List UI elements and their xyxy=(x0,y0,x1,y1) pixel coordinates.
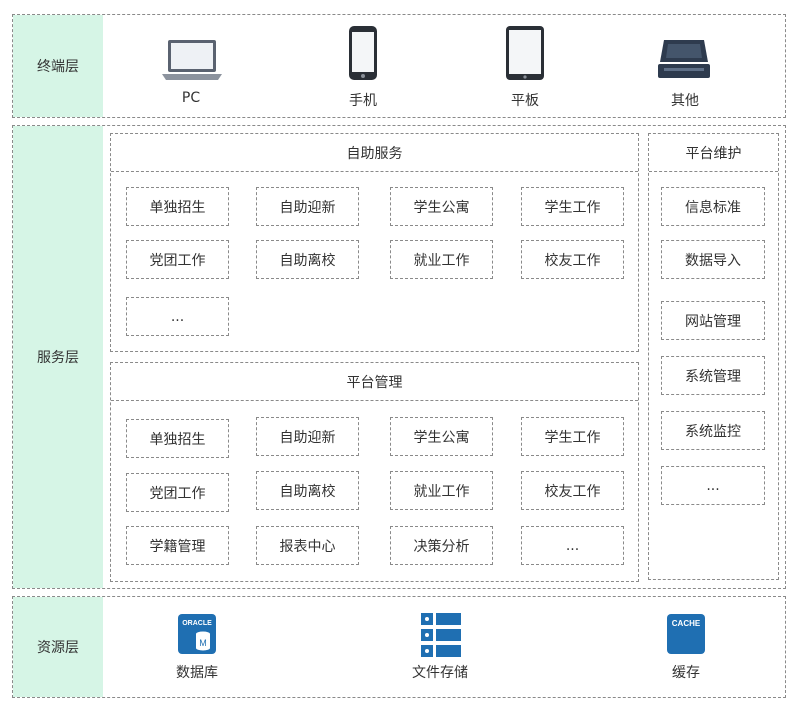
platform-management-item: 校友工作 xyxy=(521,471,624,510)
self-service-item: 学生公寓 xyxy=(390,187,493,226)
platform-management-header: 平台管理 xyxy=(111,363,638,401)
platform-management-title: 平台管理 xyxy=(346,374,403,391)
self-service-panel xyxy=(110,133,639,352)
platform-maintenance-panel xyxy=(648,133,779,580)
resource-layer-label: 资源层 xyxy=(13,597,103,697)
service-layer xyxy=(12,125,786,589)
self-service-header: 自助服务 xyxy=(111,134,638,172)
platform-maintenance-item: 信息标准 xyxy=(661,187,765,226)
platform-maintenance-item: 网站管理 xyxy=(661,301,765,340)
service-layer-label-text: 服务层 xyxy=(37,350,79,366)
cache-icon: CACHE xyxy=(667,614,705,654)
resource-label-database: 数据库 xyxy=(176,665,218,681)
self-service-item: 校友工作 xyxy=(521,240,624,279)
platform-management-item: 学籍管理 xyxy=(126,526,229,565)
platform-maintenance-item: 数据导入 xyxy=(661,240,765,279)
service-layer-label: 服务层 xyxy=(13,126,103,588)
platform-management-item: 决策分析 xyxy=(390,526,493,565)
self-service-item: 自助离校 xyxy=(256,240,359,279)
self-service-title: 自助服务 xyxy=(346,145,403,162)
platform-management-item: 党团工作 xyxy=(126,473,229,512)
platform-management-item: 学生工作 xyxy=(521,417,624,456)
resource-layer-label-text: 资源层 xyxy=(37,640,79,656)
platform-maintenance-header: 平台维护 xyxy=(649,134,778,172)
self-service-item: 学生工作 xyxy=(521,187,624,226)
scanner-icon xyxy=(658,40,710,78)
self-service-item: 就业工作 xyxy=(390,240,493,279)
tablet-icon xyxy=(506,26,544,80)
platform-management-item: 就业工作 xyxy=(390,471,493,510)
oracle-database-icon: ORACLE M xyxy=(178,614,216,654)
self-service-item: 党团工作 xyxy=(126,240,229,279)
self-service-item: 单独招生 xyxy=(126,187,229,226)
resource-layer xyxy=(12,596,786,698)
oracle-icon-sub: M xyxy=(199,638,207,648)
laptop-icon xyxy=(162,40,222,80)
terminal-layer-label-text: 终端层 xyxy=(37,59,79,75)
platform-management-item: 自助迎新 xyxy=(256,417,359,456)
self-service-item: 自助迎新 xyxy=(256,187,359,226)
platform-maintenance-title: 平台维护 xyxy=(685,145,742,162)
resource-label-file-storage: 文件存储 xyxy=(412,665,468,681)
terminal-layer-label: 终端层 xyxy=(13,15,103,117)
device-label-tablet: 平板 xyxy=(511,93,539,109)
oracle-icon-text: ORACLE xyxy=(182,620,212,627)
platform-maintenance-item: 系统管理 xyxy=(661,356,765,395)
platform-management-item: 自助离校 xyxy=(256,471,359,510)
platform-management-panel xyxy=(110,362,639,582)
device-label-other: 其他 xyxy=(671,93,699,109)
cache-icon-text: CACHE xyxy=(672,619,701,628)
platform-maintenance-item-more: ... xyxy=(661,466,765,505)
terminal-layer xyxy=(12,14,786,118)
device-label-pc: PC xyxy=(181,90,201,106)
phone-icon xyxy=(349,26,377,80)
platform-management-item: 学生公寓 xyxy=(390,417,493,456)
platform-management-item-more: ... xyxy=(521,526,624,565)
file-storage-icon xyxy=(421,613,461,657)
platform-management-item: 报表中心 xyxy=(256,526,359,565)
platform-maintenance-item: 系统监控 xyxy=(661,411,765,450)
resource-label-cache: 缓存 xyxy=(672,665,700,681)
self-service-item-more: ... xyxy=(126,297,229,336)
device-label-phone: 手机 xyxy=(349,93,377,109)
platform-management-item: 单独招生 xyxy=(126,419,229,458)
